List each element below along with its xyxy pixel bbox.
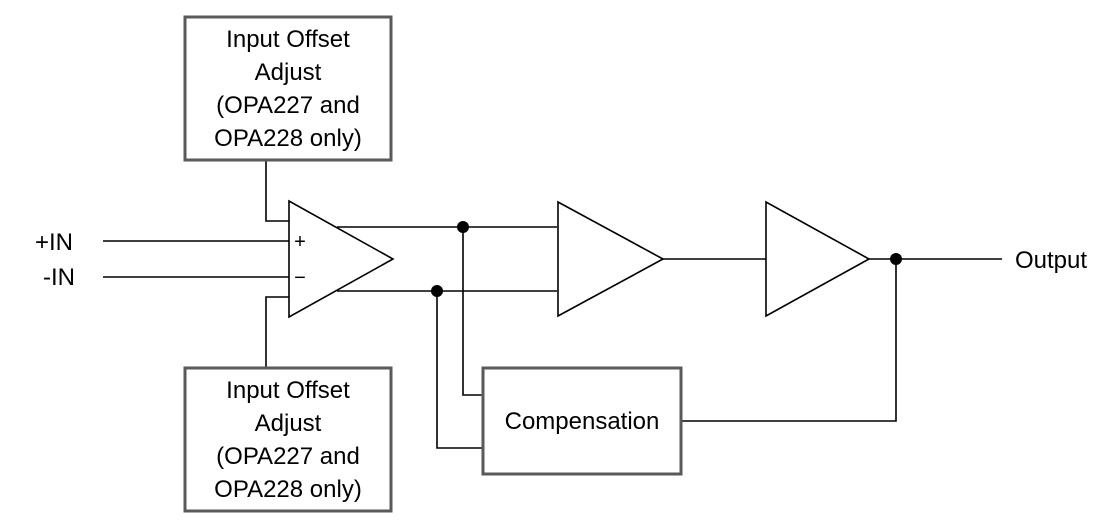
comp-tap-lower-wire [436, 291, 483, 449]
comp-tap-upper-wire [462, 227, 483, 396]
offset-bottom-line-4: OPA228 only) [214, 476, 362, 503]
junction-dot-upper [457, 221, 469, 233]
compensation-label: Compensation [505, 408, 660, 435]
amp-minus-sign: − [294, 267, 306, 289]
junction-dot-lower [431, 285, 443, 297]
amp-plus-sign: + [294, 231, 306, 253]
offset-top-line-3: (OPA227 and [216, 92, 360, 119]
offset-adjust-bottom-box [183, 366, 393, 513]
offset-bottom-line-3: (OPA227 and [216, 443, 360, 470]
offset-bottom-wire [265, 296, 289, 367]
offset-top-line-1: Input Offset [226, 26, 350, 53]
offset-adjust-top-box [183, 15, 393, 162]
offset-top-line-2: Adjust [255, 59, 322, 86]
in-plus-label: +IN [35, 229, 73, 256]
offset-top-wire [265, 161, 289, 222]
junction-dot-output [890, 253, 902, 265]
offset-top-line-4: OPA228 only) [214, 125, 362, 152]
output-label: Output [1015, 247, 1087, 274]
compensation-box [481, 366, 683, 476]
offset-bottom-line-2: Adjust [255, 410, 322, 437]
feedback-wire [681, 259, 897, 422]
input-stage-amplifier [288, 199, 395, 319]
offset-bottom-line-1: Input Offset [226, 377, 350, 404]
output-stage-amplifier [765, 200, 871, 318]
in-minus-label: -IN [43, 264, 75, 291]
gain-stage-amplifier [557, 200, 665, 318]
